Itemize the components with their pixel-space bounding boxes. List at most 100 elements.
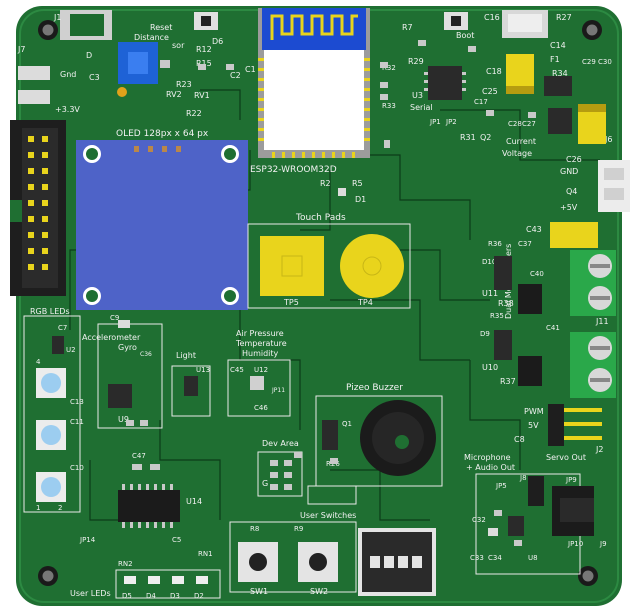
- ref-c36: C36: [140, 351, 152, 358]
- ref-u2: U2: [66, 346, 76, 354]
- label-user-switches: User Switches: [300, 511, 356, 520]
- ref-c11: C11: [70, 418, 84, 426]
- ref-rv1: RV1: [194, 91, 210, 100]
- header-j8[interactable]: [528, 476, 544, 506]
- terminal-block-j10[interactable]: [550, 332, 616, 398]
- motor-ic-2: [518, 356, 542, 386]
- ref-c27: C27: [522, 120, 536, 128]
- power-header-j6[interactable]: [598, 160, 630, 212]
- ref-u13: U13: [196, 366, 210, 374]
- usb-connector[interactable]: [502, 10, 548, 38]
- ref-j1: J1: [53, 13, 61, 22]
- terminal-block-j11[interactable]: [550, 250, 616, 316]
- touch-pads-label: Touch Pads: [295, 213, 346, 223]
- ref-c26: C26: [566, 155, 582, 164]
- boot-button[interactable]: [444, 12, 468, 30]
- label-sensor: sor: [172, 41, 185, 50]
- motor-ic-1: [518, 284, 542, 314]
- user-switch-sw1[interactable]: [238, 542, 278, 582]
- ref-c40: C40: [530, 270, 544, 278]
- ref-jp10: JP10: [567, 540, 583, 548]
- ref-c2: C2: [230, 71, 241, 80]
- ref-c13: C13: [70, 398, 84, 406]
- ref-c9: C9: [110, 314, 119, 322]
- ref-d2: D2: [194, 592, 204, 600]
- ref-tp5: TP5: [283, 298, 299, 307]
- ref-u11: U11: [482, 289, 498, 298]
- reset-button[interactable]: [194, 12, 218, 30]
- mounting-holes: [38, 20, 602, 586]
- ref-c7: C7: [58, 324, 67, 332]
- ref-j7: J7: [17, 45, 25, 54]
- ref-c17: C17: [474, 98, 488, 106]
- ref-r37: R37: [500, 377, 516, 386]
- label-gyro: Gyro: [118, 343, 137, 352]
- ref-r22: R22: [186, 109, 202, 118]
- ref-r5: R5: [352, 179, 363, 188]
- idc-header[interactable]: [10, 120, 66, 296]
- serial-chip-u3: [424, 66, 466, 100]
- ref-sw2: SW2: [310, 587, 328, 596]
- label-buzzer: Pizeo Buzzer: [346, 383, 403, 393]
- pin-4: 4: [36, 358, 41, 366]
- bme-sensor: [250, 376, 264, 390]
- oled-display: [76, 140, 248, 310]
- ref-jp5: JP5: [495, 482, 507, 490]
- motor-cap-c43: [550, 222, 598, 248]
- label-servo-out: Servo Out: [546, 453, 586, 462]
- ref-tp4: TP4: [357, 298, 373, 307]
- user-switch-sw2[interactable]: [298, 542, 338, 582]
- touch-pad-tp4[interactable]: [340, 234, 404, 298]
- esp32-label: ESP32-WROOM32D: [250, 165, 337, 175]
- ref-c33: C33: [470, 554, 484, 562]
- ref-u14: U14: [186, 497, 202, 506]
- ref-sw1: SW1: [250, 587, 268, 596]
- ref-q4: Q4: [566, 187, 577, 196]
- pin-2: 2: [58, 504, 62, 512]
- ref-u9: U9: [118, 415, 129, 424]
- label-user-leds: User LEDs: [70, 589, 111, 598]
- distance-pot[interactable]: [117, 42, 170, 97]
- ref-j6: J6: [604, 135, 612, 144]
- ref-jp14: JP14: [79, 536, 96, 544]
- ref-d: D: [86, 51, 92, 60]
- label-current: Current: [506, 137, 536, 146]
- audio-jack-j9[interactable]: [552, 486, 594, 536]
- chip-u14: [118, 484, 180, 528]
- ref-d1: D1: [355, 195, 366, 204]
- ref-c34: C34: [488, 554, 502, 562]
- ref-d9: D9: [480, 330, 490, 338]
- ref-jp9: JP9: [565, 476, 577, 484]
- ref-u12: U12: [254, 366, 268, 374]
- power-connector-j7[interactable]: [18, 10, 112, 104]
- ref-r15: R15: [196, 59, 212, 68]
- ref-c41: C41: [546, 324, 560, 332]
- ref-g: G: [262, 479, 268, 488]
- ref-q1: Q1: [342, 420, 352, 428]
- ref-c10: C10: [70, 464, 84, 472]
- ref-c25: C25: [482, 87, 498, 96]
- oled-label: OLED 128px x 64 px: [116, 129, 209, 139]
- ref-d3b: D3: [170, 592, 180, 600]
- esp32-module: [258, 8, 370, 158]
- label-gnd: Gnd: [60, 70, 76, 79]
- ref-r34: R34: [552, 69, 568, 78]
- touch-pad-tp5[interactable]: [260, 236, 324, 296]
- ref-r35: R35: [490, 312, 504, 320]
- ref-c14: C14: [550, 41, 566, 50]
- dip-switch[interactable]: [358, 528, 436, 596]
- ref-c29: C29: [582, 58, 596, 66]
- ref-c18: C18: [486, 67, 502, 76]
- label-serial: Serial: [410, 103, 433, 112]
- ref-c30: C30: [598, 58, 612, 66]
- ref-c3: C3: [89, 73, 100, 82]
- ref-r32: R32: [382, 64, 396, 72]
- ref-r31: R31: [460, 133, 476, 142]
- imu-chip: [108, 384, 132, 408]
- pin-1: 1: [36, 504, 40, 512]
- servo-header-j2[interactable]: [548, 404, 602, 446]
- ref-u8: U8: [528, 554, 538, 562]
- label-light: Light: [176, 351, 196, 360]
- label-microphone: Microphone: [464, 453, 511, 462]
